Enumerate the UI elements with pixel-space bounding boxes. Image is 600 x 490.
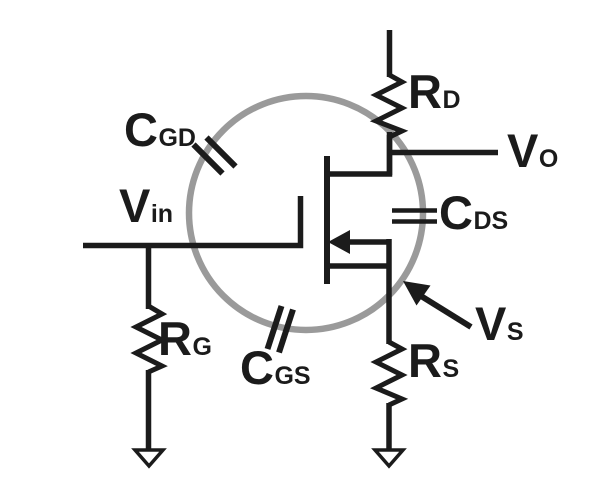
label-vin: Vin <box>119 182 173 229</box>
mosfet-symbol <box>324 132 393 284</box>
label-vo: VO <box>507 127 558 174</box>
label-cgs-main: C <box>240 341 274 394</box>
label-vo-sub: O <box>538 145 559 173</box>
label-rd-main: R <box>408 65 442 118</box>
label-vs-sub: S <box>506 318 524 346</box>
capacitor-cgd-icon <box>191 135 238 176</box>
mosfet-drain-lead <box>327 132 393 177</box>
label-rg-main: R <box>158 312 192 365</box>
label-cds: CDS <box>439 189 508 236</box>
label-rs-main: R <box>408 334 442 387</box>
rg-resistor-zigzag <box>130 303 168 375</box>
rs-resistor-zigzag <box>370 339 409 408</box>
vs-arrowhead-icon <box>403 281 431 306</box>
label-rg: RG <box>158 315 212 362</box>
label-rd: RD <box>408 68 461 115</box>
vs-pointer-arrow <box>403 281 473 330</box>
capacitor-cds-icon <box>392 208 437 224</box>
ground-icon <box>131 448 167 469</box>
capacitor-cgs-icon <box>264 305 296 354</box>
label-rg-sub: G <box>192 333 212 361</box>
ground-icon <box>371 448 407 469</box>
vs-arrow-shaft <box>419 293 473 330</box>
label-cgs: CGS <box>240 344 311 391</box>
cgs-plate <box>264 305 285 350</box>
label-vin-main: V <box>119 179 150 232</box>
label-cgd: CGD <box>124 106 196 153</box>
label-cgd-sub: GD <box>158 124 196 152</box>
label-rd-sub: D <box>442 86 461 114</box>
resistor-rg-branch <box>130 245 168 469</box>
mosfet-body-arrow-icon <box>328 230 350 254</box>
label-vs-main: V <box>475 297 506 350</box>
label-rs-sub: S <box>442 355 460 383</box>
cgd-plate <box>204 135 238 169</box>
transistor-highlight-circle <box>185 92 427 334</box>
cgd-plate <box>191 142 225 176</box>
label-vo-main: V <box>507 124 538 177</box>
label-cds-main: C <box>439 186 473 239</box>
cgs-plate <box>276 308 296 354</box>
rd-resistor-zigzag <box>369 72 409 140</box>
label-cgs-sub: GS <box>274 362 311 390</box>
label-vin-sub: in <box>150 200 174 228</box>
label-vs: VS <box>475 300 524 347</box>
gate-wire <box>83 196 304 249</box>
label-cds-sub: DS <box>473 207 509 235</box>
label-rs: RS <box>408 337 459 384</box>
resistor-rs-branch <box>370 239 409 469</box>
label-cgd-main: C <box>124 103 158 156</box>
